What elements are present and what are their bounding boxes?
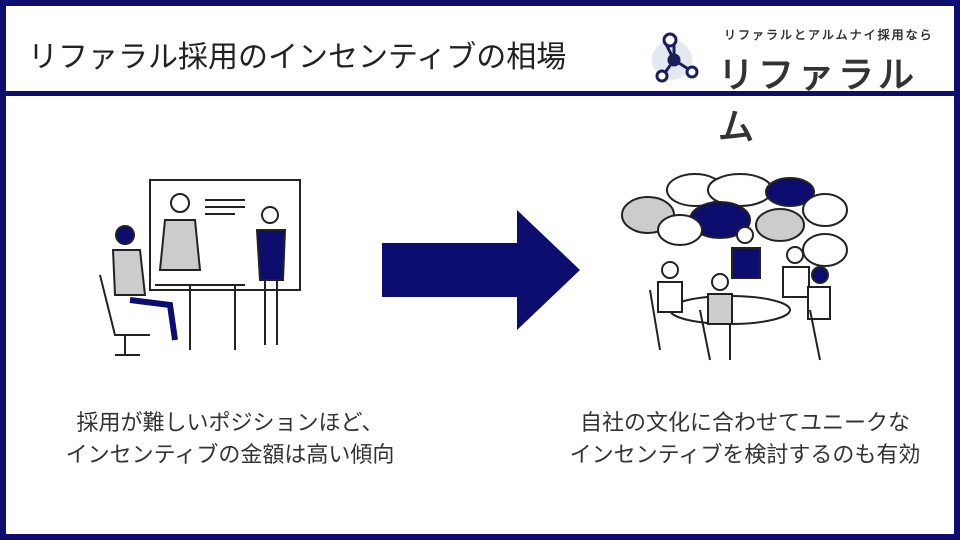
meeting-illustration: [99, 179, 301, 356]
right-caption: 自社の文化に合わせてユニークな インセンティブを検討するのも有効: [540, 408, 950, 472]
header: リファラル採用のインセンティブの相場 リファラルとアルムナイ採用なら リファラル…: [6, 6, 954, 148]
logo: リファラルとアルムナイ採用なら リファラルム: [646, 20, 946, 148]
right-arrow-icon: [382, 210, 580, 330]
left-caption: 採用が難しいポジションほど、 インセンティブの金額は高い傾向: [20, 408, 440, 472]
left-caption-line2: インセンティブの金額は高い傾向: [65, 443, 395, 468]
logo-tagline: リファラルとアルムナイ採用なら: [724, 28, 934, 42]
logo-name: リファラルム: [718, 55, 919, 148]
page-title: リファラル採用のインセンティブの相場: [28, 40, 567, 75]
discussion-illustration: [621, 173, 848, 361]
logo-icon: [652, 32, 699, 83]
right-caption-line2: インセンティブを検討するのも有効: [569, 443, 921, 468]
right-caption-line1: 自社の文化に合わせてユニークな: [579, 411, 910, 436]
left-caption-line1: 採用が難しいポジションほど、: [76, 411, 384, 436]
